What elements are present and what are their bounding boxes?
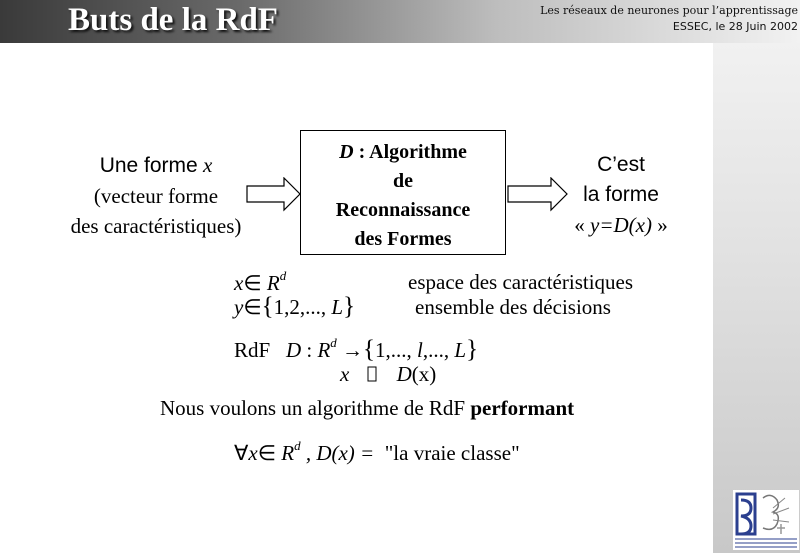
set2b-values: ,..., — [422, 338, 455, 362]
var-D-2: D — [396, 362, 412, 386]
input-description: Une forme x (vecteur forme des caractéri… — [48, 150, 264, 241]
box-line2: de — [393, 170, 413, 192]
mapping-formula: RdF D : Rd →{1,..., l,..., L} — [234, 335, 479, 363]
page-title: Buts de la RdF — [68, 2, 278, 38]
input-arrow-icon — [246, 177, 301, 212]
input-line3: des caractéristiques) — [70, 214, 242, 238]
in-symbol-2: ∈ — [243, 295, 262, 319]
var-L: L — [331, 295, 344, 319]
true-class-formula: ∀x∈ Rd , D(x) = "la vraie classe" — [234, 438, 520, 466]
output-description: C’est la forme « y=D(x) » — [556, 150, 686, 240]
input-var: x — [202, 153, 213, 177]
var-D: D — [285, 338, 302, 362]
paren-x: (x) — [411, 362, 437, 386]
sentence-start: Nous voulons un algorithme de RdF — [160, 396, 471, 420]
sentence-bold: performant — [470, 396, 575, 420]
output-rquote: » — [651, 213, 668, 237]
box-line3: Reconnaissance — [335, 199, 471, 221]
header-bar — [0, 0, 800, 43]
output-lquote: « — [574, 213, 591, 237]
output-line1: C’est — [597, 153, 645, 176]
arrow-symbol: → — [342, 338, 364, 362]
set1-values: 1,2,..., — [273, 295, 332, 319]
goal-sentence: Nous voulons un algorithme de RdF perfor… — [160, 396, 574, 421]
in-symbol-3: ∈ — [257, 441, 276, 465]
var-y: y — [234, 295, 244, 319]
sup-d-3: d — [294, 438, 301, 453]
dx-equals: , D(x) = — [305, 441, 375, 465]
set2-values: 1,..., — [375, 338, 418, 362]
var-l: l — [417, 338, 423, 362]
sup-d: d — [279, 268, 287, 283]
psi-logo-icon — [733, 490, 799, 550]
var-x: x — [234, 271, 244, 295]
forall-symbol: ∀ — [234, 441, 249, 465]
input-line2: (vecteur forme — [93, 184, 219, 208]
colon-symbol: : — [301, 338, 318, 362]
rdf-label: RdF — [234, 338, 271, 362]
decision-set-label: ensemble des décisions — [415, 295, 611, 319]
course-title: Les réseaux de neurones pour l’apprentis… — [540, 4, 798, 17]
feature-space-label: espace des caractéristiques — [408, 270, 634, 294]
box-line1: : Algorithme — [353, 141, 467, 163]
var-x-3: x — [248, 441, 258, 465]
in-symbol: ∈ — [243, 271, 262, 295]
true-class: "la vraie classe" — [384, 441, 520, 465]
mapsto-formula: x D(x) — [340, 362, 436, 387]
sup-d-2: d — [330, 335, 337, 350]
undefined-glyph-icon — [367, 366, 377, 382]
var-x-2: x — [340, 362, 350, 386]
right-sidebar — [713, 43, 800, 553]
output-arrow-icon — [507, 177, 568, 212]
feature-space-formula: x∈ Rd — [234, 268, 286, 296]
decision-set-formula: y∈{1,2,..., L} — [234, 293, 356, 320]
box-d: D — [339, 141, 354, 163]
var-R-2: R — [317, 338, 331, 362]
var-R: R — [266, 271, 280, 295]
algorithm-box — [300, 130, 506, 255]
venue-date: ESSEC, le 28 Juin 2002 — [672, 20, 798, 33]
var-L-2: L — [454, 338, 467, 362]
output-line2: la forme — [583, 183, 659, 206]
input-line1: Une forme — [99, 154, 198, 177]
output-expr: y=D(x) — [590, 213, 652, 237]
var-R-3: R — [281, 441, 295, 465]
box-line4: des Formes — [354, 228, 452, 250]
algorithm-box-text: D : Algorithme de Reconnaissance des For… — [300, 138, 506, 254]
